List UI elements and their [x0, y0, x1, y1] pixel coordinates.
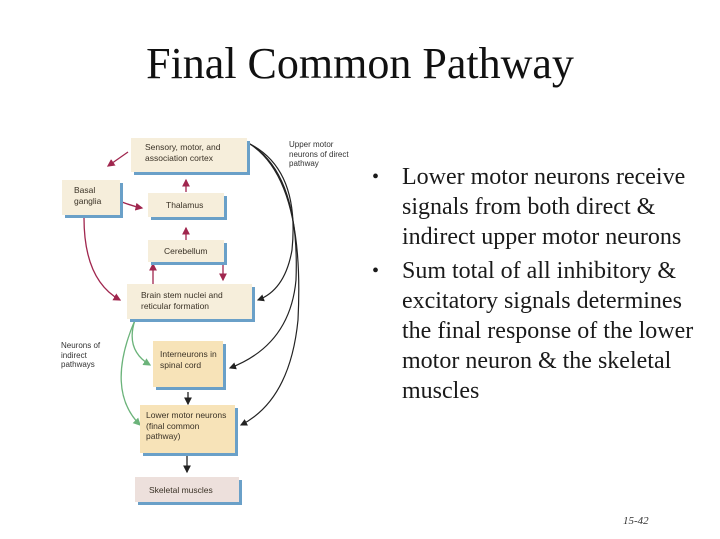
bullet-item: • Sum total of all inhibitory & excitato…	[370, 256, 710, 406]
page-number: 15-42	[623, 515, 649, 527]
box-brainstem: Brain stem nuclei and reticular formatio…	[127, 284, 252, 319]
arrow-cortex-to-interneurons	[228, 143, 297, 370]
box-cerebellum: Cerebellum	[148, 240, 224, 262]
box-thalamus-label: Thalamus	[166, 200, 204, 210]
slide-title: Final Common Pathway	[146, 39, 574, 88]
arrow-basal-ganglia-to-thalamus	[121, 201, 144, 211]
bullet-item: • Lower motor neurons receive signals fr…	[370, 162, 710, 252]
arrow-brainstem-to-lower-motor	[120, 319, 141, 426]
arrow-cortex-to-brainstem	[249, 143, 294, 302]
bullet-list: • Lower motor neurons receive signals fr…	[370, 162, 710, 410]
label-indirect-pathways: Neurons of indirect pathways	[61, 341, 101, 369]
arrow-cortex-to-lower-motor	[239, 143, 300, 426]
box-interneurons: Interneurons in spinal cord	[153, 341, 223, 387]
box-lower-motor-neurons-label: Lower motor neurons (final common pathwa…	[146, 410, 227, 441]
arrow-basal-ganglia-to-brainstem	[83, 217, 122, 301]
bullet-symbol: •	[372, 166, 380, 188]
box-skeletal-muscles: Skeletal muscles	[135, 477, 239, 502]
bullet-symbol: •	[372, 260, 380, 282]
bullet-text: Lower motor neurons receive signals from…	[402, 164, 686, 250]
box-basal-ganglia: Basal ganglia	[62, 180, 120, 215]
box-brainstem-label: Brain stem nuclei and reticular formatio…	[141, 290, 223, 311]
label-upper-motor-neurons: Upper motor neurons of direct pathway	[289, 140, 349, 168]
arrow-cortex-to-basal-ganglia	[106, 151, 129, 167]
box-lower-motor-neurons: Lower motor neurons (final common pathwa…	[140, 405, 235, 453]
box-interneurons-label: Interneurons in spinal cord	[160, 349, 217, 370]
bullet-text: Sum total of all inhibitory & excitatory…	[402, 258, 694, 404]
box-basal-ganglia-label: Basal ganglia	[74, 185, 102, 206]
arrow-brainstem-to-interneurons	[131, 319, 152, 366]
box-cortex: Sensory, motor, and association cortex	[131, 138, 247, 172]
box-cortex-label: Sensory, motor, and association cortex	[145, 142, 221, 163]
box-thalamus: Thalamus	[148, 193, 224, 217]
box-cerebellum-label: Cerebellum	[164, 246, 208, 256]
box-skeletal-muscles-label: Skeletal muscles	[149, 485, 213, 495]
